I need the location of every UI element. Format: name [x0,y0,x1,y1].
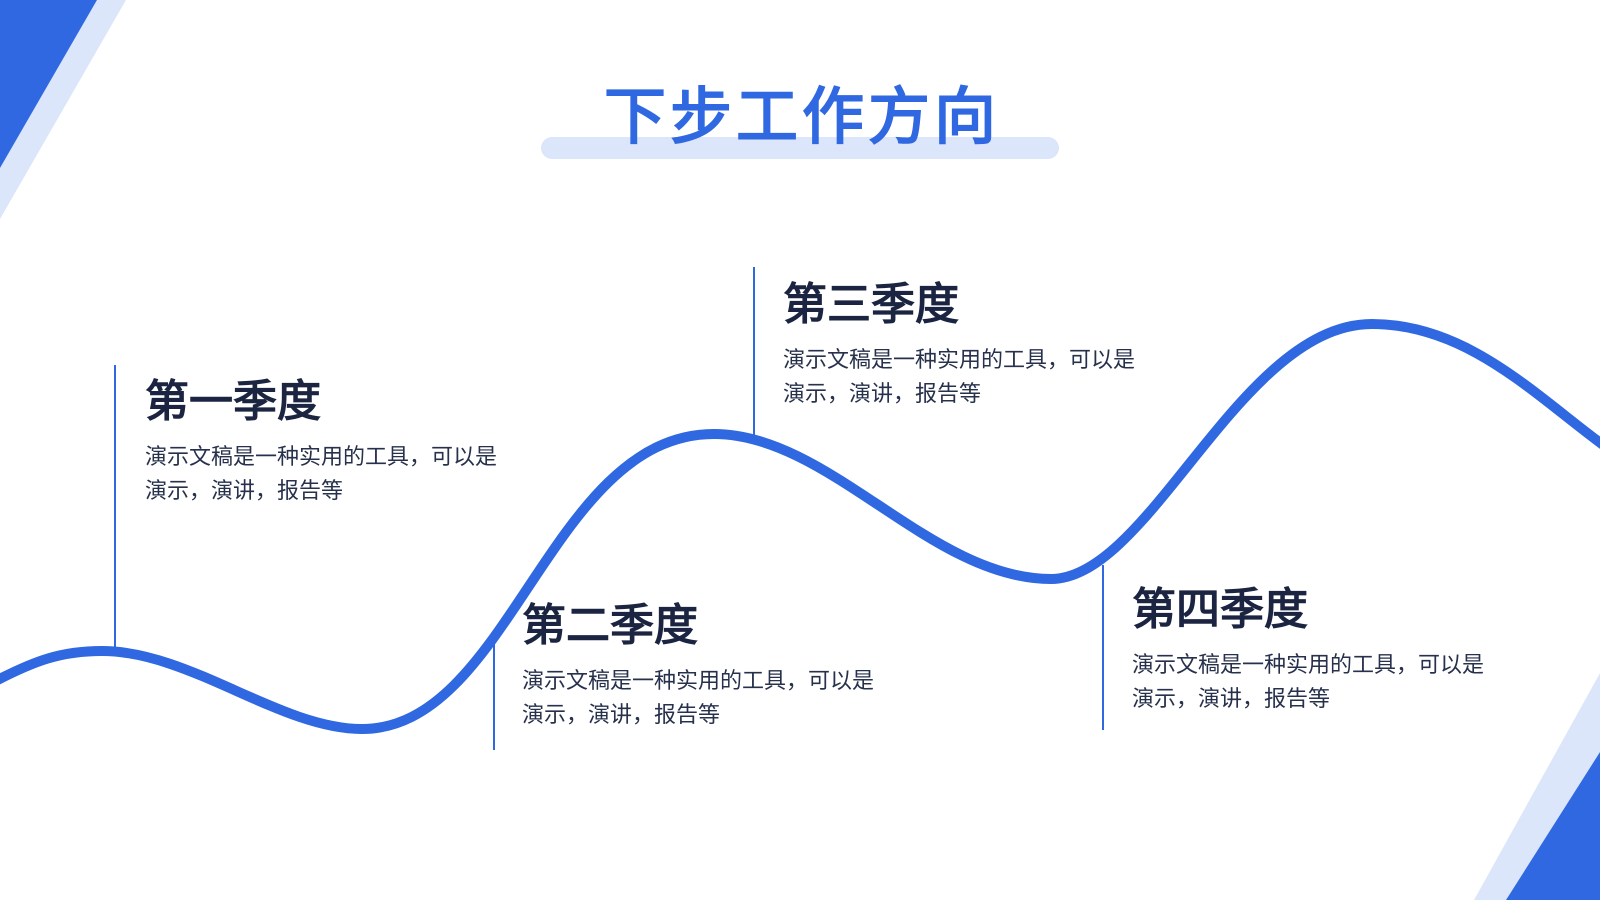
quarter-description-line: 演示，演讲，报告等 [1132,686,1331,711]
quarter-description-line: 演示，演讲，报告等 [522,702,721,727]
quarter-3-block: 第三季度 演示文稿是一种实用的工具，可以是 演示，演讲，报告等 [783,279,1135,411]
quarter-1-block: 第一季度 演示文稿是一种实用的工具，可以是 演示，演讲，报告等 [145,376,497,508]
quarter-description: 演示文稿是一种实用的工具，可以是 演示，演讲，报告等 [1132,648,1484,716]
bottom-right-accent-triangle [1506,752,1600,900]
quarter-description: 演示文稿是一种实用的工具，可以是 演示，演讲，报告等 [145,440,497,508]
quarter-heading: 第四季度 [1132,585,1308,634]
top-left-accent-stripe [0,0,126,219]
quarter-description: 演示文稿是一种实用的工具，可以是 演示，演讲，报告等 [522,664,874,732]
timeline-wave-curve [0,318,1600,735]
quarter-description: 演示文稿是一种实用的工具，可以是 演示，演讲，报告等 [783,343,1135,411]
quarter-description-line: 演示文稿是一种实用的工具，可以是 [145,444,498,469]
title-underline-bar [541,137,1059,159]
quarter-heading: 第一季度 [145,377,321,426]
quarter-2-block: 第二季度 演示文稿是一种实用的工具，可以是 演示，演讲，报告等 [522,600,874,732]
quarter-description-line: 演示文稿是一种实用的工具，可以是 [1132,652,1485,677]
quarter-heading: 第二季度 [522,601,698,650]
slide-title: 下步工作方向 [603,83,1000,152]
top-left-accent-triangle [0,0,97,168]
quarter-description-line: 演示文稿是一种实用的工具，可以是 [522,668,875,693]
bottom-right-accent-stripe [1474,673,1600,900]
quarter-description-line: 演示，演讲，报告等 [145,478,344,503]
quarter-description-line: 演示，演讲，报告等 [783,381,982,406]
quarter-description-line: 演示文稿是一种实用的工具，可以是 [783,347,1136,372]
quarter-4-block: 第四季度 演示文稿是一种实用的工具，可以是 演示，演讲，报告等 [1132,584,1484,716]
quarter-heading: 第三季度 [783,280,959,329]
